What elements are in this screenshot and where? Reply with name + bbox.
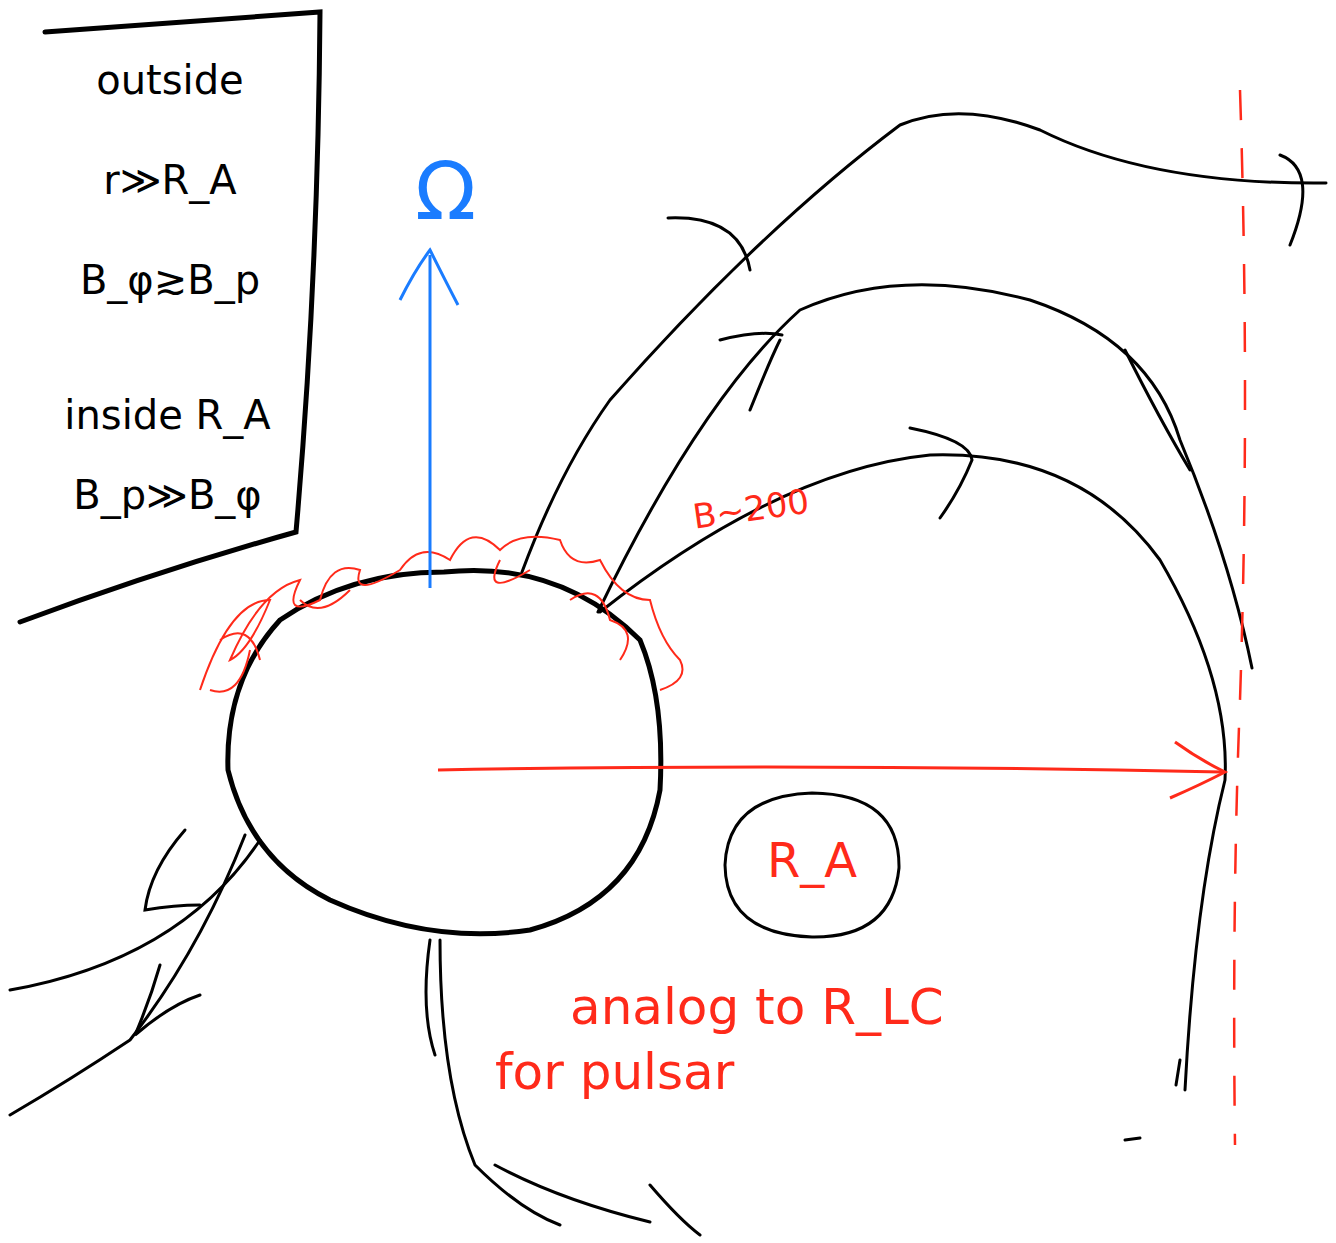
note-box-outline <box>20 12 320 622</box>
radius-arrowhead <box>1170 742 1225 798</box>
light-cylinder-line <box>1234 90 1245 1145</box>
radius-label: R_A <box>722 830 902 890</box>
alfven-radius-circle: R_A <box>722 790 902 940</box>
note-text: outside r≫R_A B_φ≳B_p <box>35 30 305 330</box>
annotation-text: analog to R_LC for pulsar <box>495 975 995 1105</box>
axis-arrowhead <box>400 250 458 305</box>
rotation-axis <box>429 255 432 588</box>
note-box: outside r≫R_A B_φ≳B_pinside R_A B_p≫B_φ <box>30 30 315 575</box>
surface-field-scribble <box>200 537 683 692</box>
field-strength-note: B~200 <box>690 467 894 538</box>
omega-label: Ω <box>415 140 535 244</box>
note-text: inside R_A B_p≫B_φ <box>30 375 305 535</box>
star-surface <box>228 570 661 933</box>
radius-arrow <box>438 767 1222 772</box>
